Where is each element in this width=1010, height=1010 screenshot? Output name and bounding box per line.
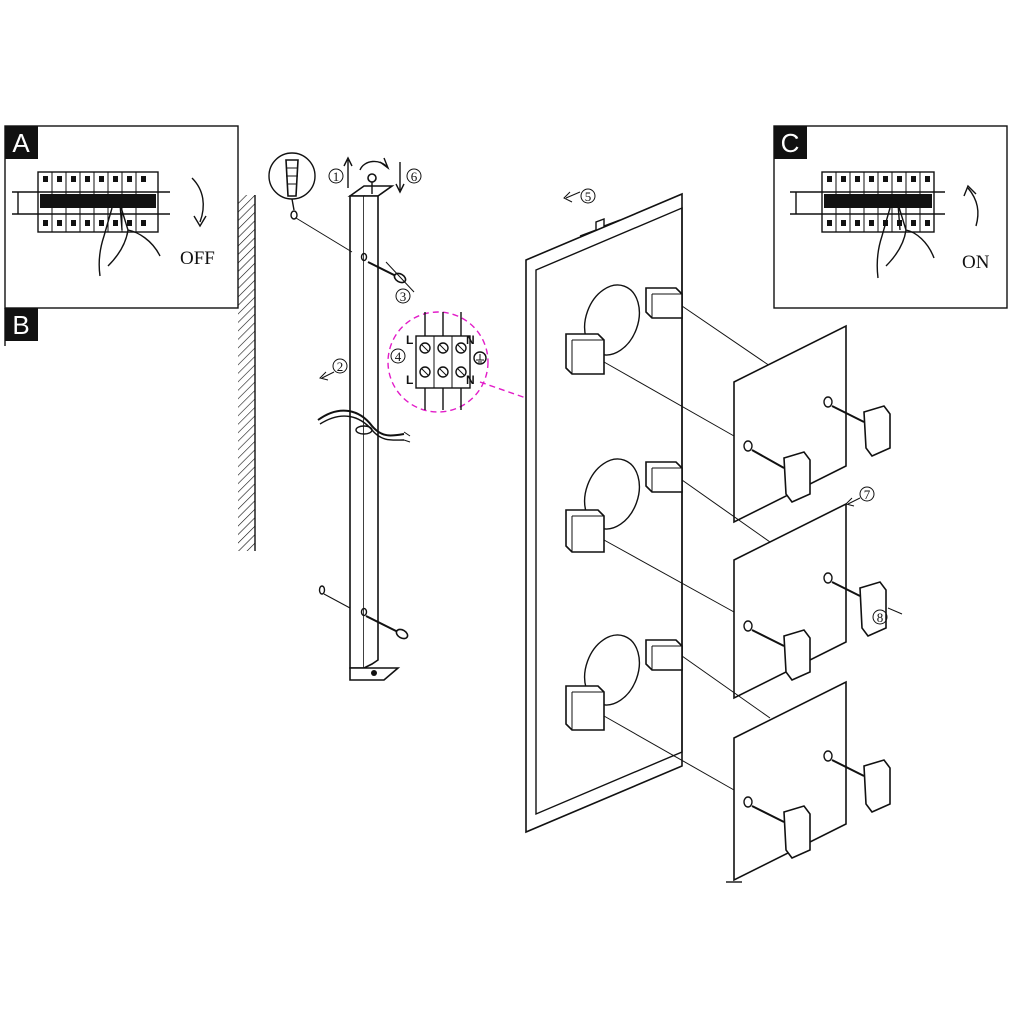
knob-icon: [863, 759, 891, 813]
knob-icon: [863, 405, 891, 457]
svg-text:6: 6: [411, 169, 418, 184]
screw-icon: [365, 615, 409, 640]
panel-c-caption: ON: [962, 252, 990, 273]
wire-label-n-top: N: [466, 333, 475, 347]
panel-b: B: [4, 308, 38, 346]
step-5-marker: 5: [563, 188, 596, 204]
wire-label-n-bottom: N: [466, 373, 475, 387]
knob-icon: [783, 805, 811, 859]
hand-icon: [98, 197, 161, 277]
knob-icon: [783, 451, 811, 503]
panel-a-badge: [5, 126, 38, 159]
svg-text:8: 8: [877, 610, 884, 625]
rotation-arrow-icon: [343, 156, 405, 194]
panel-b-letter: B: [12, 310, 29, 340]
panel-c-badge: [774, 126, 807, 159]
panel-b-badge: [5, 308, 38, 341]
panel-a-caption: OFF: [180, 248, 215, 269]
step-2-marker: 2: [319, 358, 348, 381]
screw-icon: [367, 261, 407, 284]
wall-plug-callout: [268, 152, 353, 609]
step-1-marker: 1: [328, 168, 344, 184]
breaker-panel-icon: [12, 171, 170, 233]
svg-text:3: 3: [400, 289, 407, 304]
panel-a-letter: A: [12, 128, 30, 158]
svg-text:2: 2: [337, 359, 344, 374]
spot-module-2: [565, 458, 887, 700]
svg-text:1: 1: [333, 169, 340, 184]
svg-text:5: 5: [585, 189, 592, 204]
wiring-callout: L L N N: [387, 311, 527, 413]
wire-label-l-top: L: [406, 333, 413, 347]
wall: [238, 195, 256, 551]
arrow-up-icon: [967, 187, 979, 227]
spot-module-1: [565, 284, 891, 524]
step-7-marker: 7: [845, 486, 875, 507]
ground-icon: [473, 351, 487, 365]
terminal-block-icon: [415, 312, 471, 410]
backplate: [525, 192, 683, 834]
step-markers: 1 2 3 4 5 6 7: [319, 168, 903, 625]
step-3-marker: 3: [385, 261, 415, 304]
panel-a: A: [4, 125, 239, 309]
panel-c: C: [773, 125, 1008, 309]
power-cable: [317, 409, 405, 437]
arrow-down-icon: [191, 177, 204, 223]
step-6-marker: 6: [406, 168, 422, 184]
panel-c-letter: C: [781, 128, 800, 158]
step-8-marker: 8: [872, 607, 903, 625]
svg-text:4: 4: [395, 349, 402, 364]
wire-label-l-bottom: L: [406, 373, 413, 387]
hand-icon: [876, 197, 935, 279]
step-4-marker: 4: [390, 348, 406, 364]
breaker-panel-icon: [790, 171, 945, 233]
knob-icon: [859, 581, 887, 637]
knob-icon: [783, 629, 811, 681]
svg-text:7: 7: [864, 487, 871, 502]
spot-module-3: [565, 634, 891, 883]
